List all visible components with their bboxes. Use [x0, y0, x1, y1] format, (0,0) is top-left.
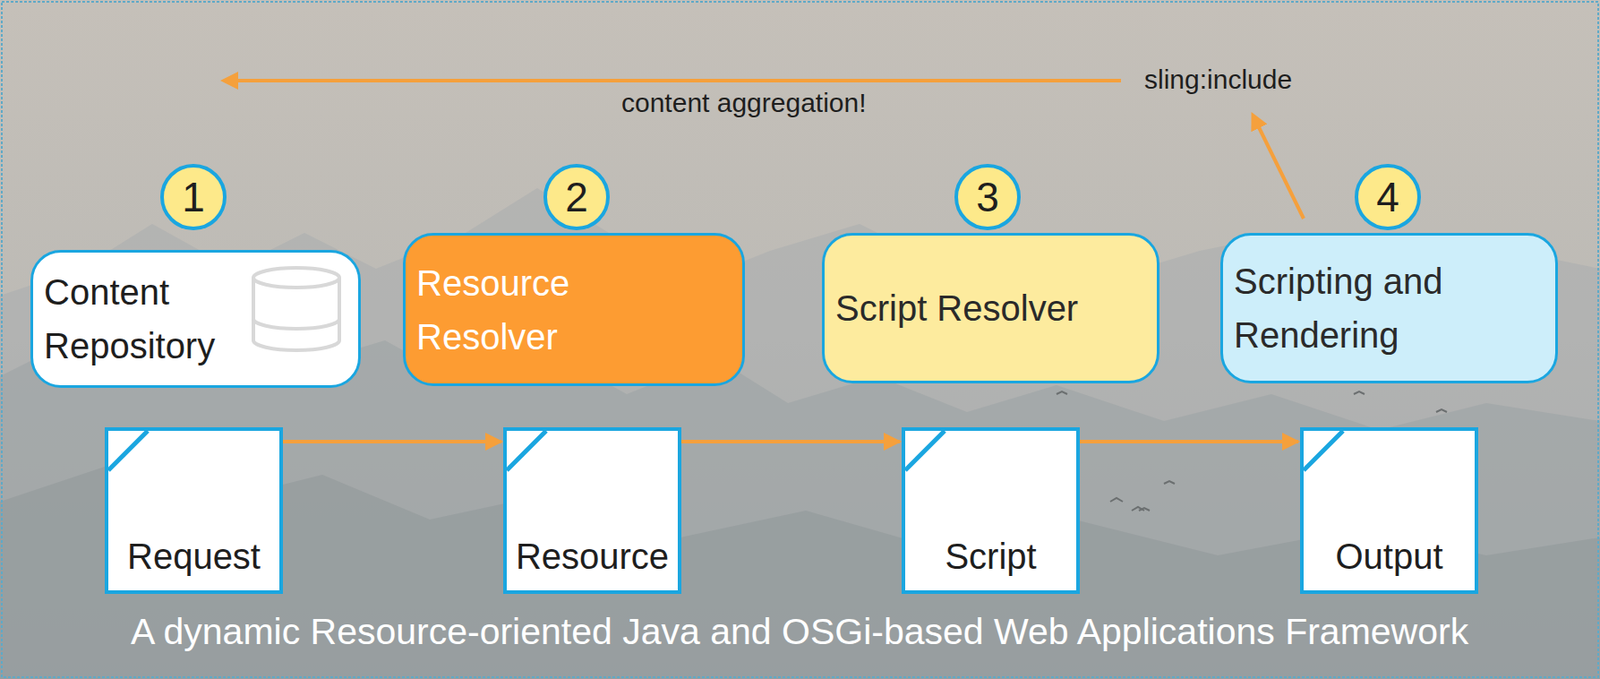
document-label: Request	[127, 529, 261, 583]
folded-corner	[506, 430, 552, 476]
aggregation-line	[229, 78, 1121, 83]
callout-number: 4	[1354, 163, 1421, 231]
corner-line	[905, 430, 945, 471]
document-box: Script	[901, 427, 1080, 594]
mountain-far	[0, 188, 1600, 679]
note-label: sling:include	[1140, 62, 1296, 97]
document-label: Resource	[515, 529, 669, 583]
corner-line	[1303, 430, 1344, 471]
document-label: Output	[1334, 529, 1443, 583]
corner-line	[108, 430, 148, 471]
repository-box: Content Repository	[30, 249, 361, 388]
process-box: Resource Resolver	[402, 232, 745, 386]
process-box: Scripting and Rendering	[1220, 232, 1558, 384]
flow-arrow	[1079, 439, 1299, 444]
process-box: Script Resolver	[821, 232, 1160, 384]
document-box: Request	[104, 427, 283, 594]
corner-line	[506, 430, 547, 471]
box-label: Script Resolver	[835, 281, 1131, 335]
document-box: Resource	[503, 427, 682, 594]
folded-corner	[1303, 430, 1349, 476]
document-label: Script	[944, 529, 1036, 583]
callout-number: 2	[543, 163, 610, 231]
note-label: content aggregation!	[617, 85, 871, 120]
box-label: Content Repository	[43, 265, 255, 373]
folded-corner	[905, 430, 950, 476]
caption: A dynamic Resource-oriented Java and OSG…	[130, 610, 1469, 653]
box-label: Resource Resolver	[416, 256, 712, 364]
callout-number: 1	[160, 163, 227, 231]
box-label: Scripting and Rendering	[1233, 254, 1530, 362]
folded-corner	[108, 430, 154, 476]
include-line	[1255, 119, 1304, 219]
include-arrow	[229, 80, 1304, 219]
database-icon	[248, 265, 344, 355]
document-box: Output	[1300, 427, 1479, 594]
flow-arrow	[681, 439, 900, 444]
callout-number: 3	[954, 163, 1021, 231]
flow-arrow	[282, 439, 502, 444]
